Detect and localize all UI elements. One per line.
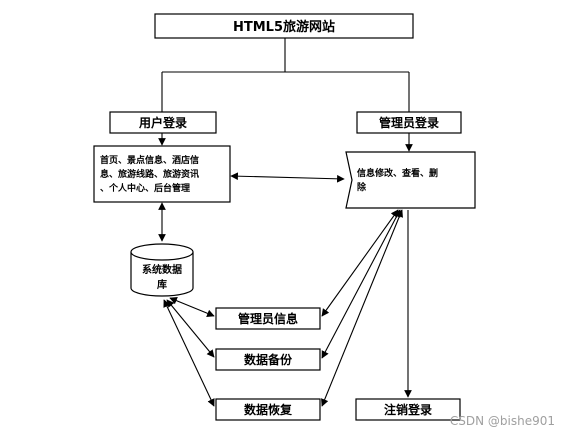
database-node: 系统数据 库 xyxy=(130,243,194,297)
admin-ops-line-1: 信息修改、查看、删 xyxy=(357,167,438,179)
user-login-node: 用户登录 xyxy=(109,111,217,134)
admin-ops-line-2: 除 xyxy=(357,181,367,193)
user-login-label: 用户登录 xyxy=(138,115,187,130)
edge-database-data-restore xyxy=(163,299,215,407)
database-line-1: 系统数据 xyxy=(142,263,182,276)
edge-admin-ops-admin-info xyxy=(321,209,399,317)
tree-connectors xyxy=(158,38,413,152)
user-features-line-3: 、个人中心、后台管理 xyxy=(100,182,190,194)
user-features-line-2: 息、旅游线路、旅游资讯 xyxy=(100,168,199,180)
admin-login-node: 管理员登录 xyxy=(356,111,462,134)
logout-node: 注销登录 xyxy=(355,398,461,421)
data-restore-label: 数据恢复 xyxy=(244,402,293,417)
data-restore-node: 数据恢复 xyxy=(215,398,321,421)
edge-admin-ops-data-backup xyxy=(321,209,401,359)
user-features-line-1: 首页、景点信息、酒店信 xyxy=(100,154,199,166)
root-label: HTML5旅游网站 xyxy=(233,19,335,35)
admin-ops-node: 信息修改、查看、删 除 xyxy=(345,151,476,209)
edge-database-admin-info xyxy=(169,297,215,317)
edge-admin-ops-data-restore xyxy=(321,209,403,407)
root-node: HTML5旅游网站 xyxy=(154,13,414,39)
edge-features-admin-ops xyxy=(230,172,345,183)
user-features-node: 首页、景点信息、酒店信 息、旅游线路、旅游资讯 、个人中心、后台管理 xyxy=(93,145,231,203)
edge-database-data-backup xyxy=(166,299,215,358)
data-backup-node: 数据备份 xyxy=(215,348,321,371)
admin-info-label: 管理员信息 xyxy=(238,311,298,326)
database-line-2: 库 xyxy=(157,278,167,291)
logout-label: 注销登录 xyxy=(384,402,432,417)
watermark: CSDN @bishe901 xyxy=(449,414,555,428)
admin-login-label: 管理员登录 xyxy=(379,115,439,130)
admin-info-node: 管理员信息 xyxy=(215,307,321,330)
data-backup-label: 数据备份 xyxy=(244,352,293,367)
